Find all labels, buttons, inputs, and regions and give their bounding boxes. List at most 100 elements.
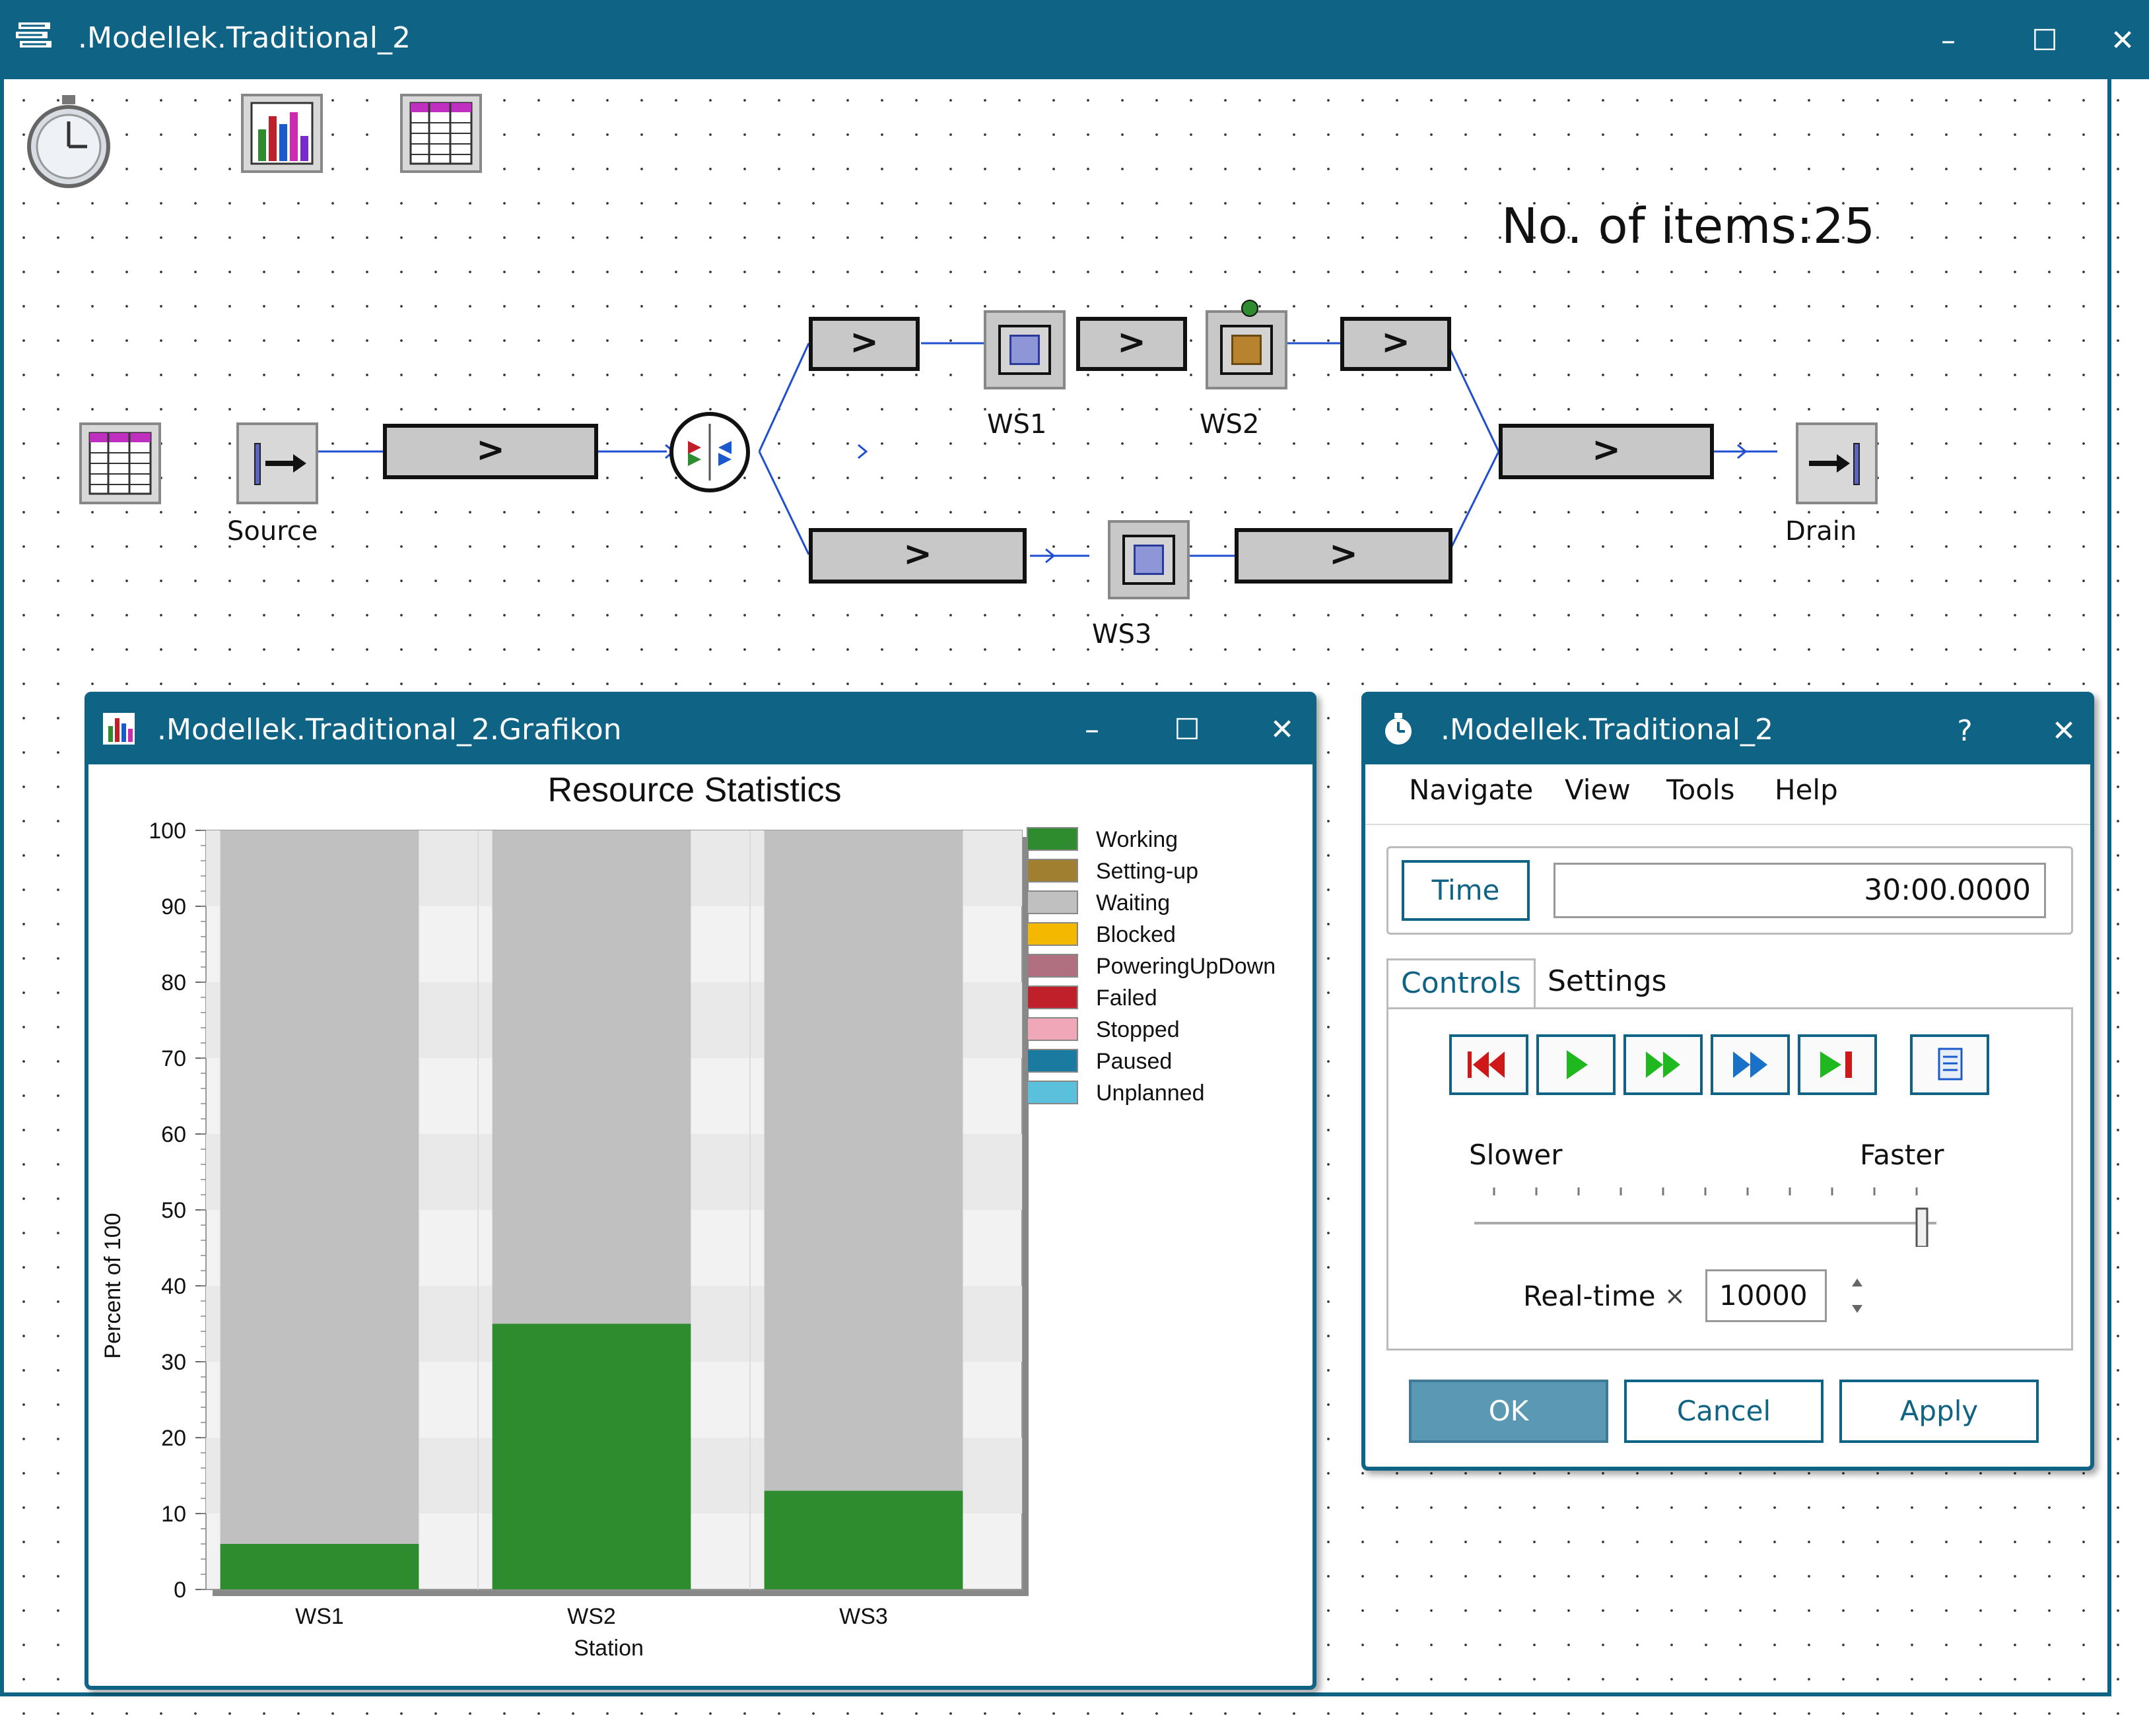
- reset-icon: [1468, 1052, 1505, 1078]
- legend-label: Blocked: [1096, 922, 1176, 947]
- menu-view[interactable]: View: [1565, 774, 1631, 806]
- chart-icon[interactable]: [241, 94, 323, 173]
- legend-swatch: [1027, 827, 1078, 851]
- legend-label: Working: [1096, 827, 1178, 852]
- chart-minimize-button[interactable]: –: [1085, 713, 1099, 747]
- bar-ws2-working: [492, 1323, 691, 1589]
- frame-icon: [16, 22, 51, 48]
- event-list-button[interactable]: [1910, 1034, 1989, 1095]
- conveyor-line-ws2-out[interactable]: >: [1340, 317, 1451, 371]
- data-table-icon[interactable]: [79, 422, 161, 504]
- conveyor-line-ws3-in[interactable]: >: [809, 528, 1027, 584]
- event-controller-icon[interactable]: [22, 92, 115, 191]
- bar-ws2-waiting: [492, 830, 691, 1324]
- tab-settings[interactable]: Settings: [1548, 964, 1667, 998]
- legend-label: Waiting: [1096, 890, 1170, 916]
- y-tick-label: 30: [161, 1350, 186, 1375]
- end-button[interactable]: [1798, 1034, 1877, 1095]
- menu-help[interactable]: Help: [1775, 774, 1838, 806]
- legend-label: Failed: [1096, 985, 1157, 1011]
- event-close-button[interactable]: ✕: [2051, 714, 2076, 748]
- minimize-button[interactable]: –: [1941, 24, 1956, 57]
- start-button[interactable]: [1536, 1034, 1616, 1095]
- conveyor-arrow: >: [850, 322, 879, 362]
- ws2-station[interactable]: [1206, 310, 1287, 389]
- event-titlebar[interactable]: .Modellek.Traditional_2 ? ✕: [1365, 696, 2090, 764]
- conveyor-arrow: >: [1117, 322, 1146, 362]
- x-tick-label: WS2: [567, 1604, 616, 1629]
- main-window-title: .Modellek.Traditional_2: [78, 21, 411, 55]
- menu-navigate[interactable]: Navigate: [1409, 774, 1534, 806]
- conveyor-line-main[interactable]: >: [383, 424, 598, 479]
- conveyor-arrow: >: [903, 534, 932, 574]
- conveyor-arrow: >: [1381, 322, 1410, 362]
- start-icon: [1567, 1050, 1588, 1079]
- legend-swatch: [1027, 1049, 1078, 1073]
- menu-tools[interactable]: Tools: [1666, 774, 1735, 806]
- ok-button[interactable]: OK: [1409, 1380, 1608, 1443]
- source-object[interactable]: [236, 422, 318, 504]
- spinner-down-icon: [1852, 1305, 1862, 1313]
- chart-maximize-button[interactable]: ☐: [1174, 713, 1200, 747]
- main-titlebar[interactable]: .Modellek.Traditional_2 – ☐ ✕: [0, 0, 2149, 79]
- help-button[interactable]: ?: [1957, 714, 1973, 748]
- realtime-multiply-sign: ×: [1664, 1281, 1686, 1310]
- bar-ws3-working: [764, 1490, 963, 1589]
- y-tick-label: 0: [174, 1578, 186, 1603]
- legend-label: Stopped: [1096, 1017, 1180, 1042]
- event-list-icon: [1938, 1048, 1963, 1081]
- menu-bar: Navigate View Tools Help: [1409, 774, 2069, 813]
- y-tick-label: 10: [161, 1502, 186, 1527]
- conveyor-line-ws2-in[interactable]: >: [1076, 317, 1187, 371]
- controls-panel: Slower Faster Real-time × 10000: [1386, 1007, 2073, 1351]
- y-tick-label: 80: [161, 970, 186, 995]
- legend-swatch: [1027, 1017, 1078, 1041]
- legend-swatch: [1027, 985, 1078, 1009]
- legend-label: PoweringUpDown: [1096, 954, 1276, 979]
- chart-close-button[interactable]: ✕: [1270, 713, 1295, 747]
- ws2-label: WS2: [1200, 409, 1260, 440]
- chart-window: .Modellek.Traditional_2.Grafikon – ☐ ✕ R…: [85, 692, 1316, 1690]
- source-label: Source: [227, 516, 318, 547]
- drain-object[interactable]: [1796, 422, 1878, 504]
- ws3-station[interactable]: [1108, 520, 1190, 599]
- drain-label: Drain: [1785, 516, 1857, 547]
- conveyor-line-ws1-in[interactable]: >: [809, 317, 920, 371]
- reset-button[interactable]: [1449, 1034, 1528, 1095]
- event-controller-window: .Modellek.Traditional_2 ? ✕ Navigate Vie…: [1361, 692, 2094, 1471]
- cancel-button[interactable]: Cancel: [1624, 1380, 1824, 1443]
- legend-swatch: [1027, 954, 1078, 978]
- step-icon: [1733, 1052, 1767, 1078]
- time-button[interactable]: Time: [1402, 860, 1530, 921]
- maximize-button[interactable]: ☐: [2031, 24, 2058, 57]
- fast-forward-button[interactable]: [1623, 1034, 1703, 1095]
- flow-control-icon[interactable]: [667, 409, 753, 495]
- ws3-label: WS3: [1092, 619, 1152, 650]
- connectors: [314, 335, 1777, 564]
- legend-swatch: [1027, 859, 1078, 883]
- realtime-spinner[interactable]: [1844, 1272, 1870, 1319]
- y-tick-label: 40: [161, 1274, 186, 1299]
- realtime-input[interactable]: 10000: [1705, 1269, 1827, 1322]
- conveyor-arrow: >: [476, 430, 505, 470]
- speed-slider[interactable]: [1474, 1187, 1950, 1247]
- event-window-title: .Modellek.Traditional_2: [1441, 713, 1773, 747]
- y-tick-label: 100: [149, 818, 186, 844]
- time-value-field[interactable]: 30:00.0000: [1553, 863, 2046, 918]
- x-tick-label: WS1: [295, 1604, 344, 1629]
- table-icon[interactable]: [400, 94, 482, 173]
- conveyor-line-final[interactable]: >: [1499, 424, 1714, 479]
- close-button[interactable]: ✕: [2110, 24, 2135, 57]
- step-button[interactable]: [1711, 1034, 1790, 1095]
- tab-controls[interactable]: Controls: [1386, 958, 1536, 1009]
- legend-swatch: [1027, 890, 1078, 914]
- apply-button[interactable]: Apply: [1839, 1380, 2039, 1443]
- ws1-station[interactable]: [984, 310, 1066, 389]
- chart-titlebar[interactable]: .Modellek.Traditional_2.Grafikon – ☐ ✕: [88, 696, 1313, 764]
- legend-label: Paused: [1096, 1049, 1172, 1074]
- speed-slider-thumb[interactable]: [1915, 1207, 1928, 1247]
- spinner-up-icon: [1852, 1279, 1862, 1286]
- legend-swatch: [1027, 922, 1078, 946]
- conveyor-line-ws3-out[interactable]: >: [1235, 528, 1452, 584]
- realtime-label: Real-time: [1523, 1280, 1656, 1312]
